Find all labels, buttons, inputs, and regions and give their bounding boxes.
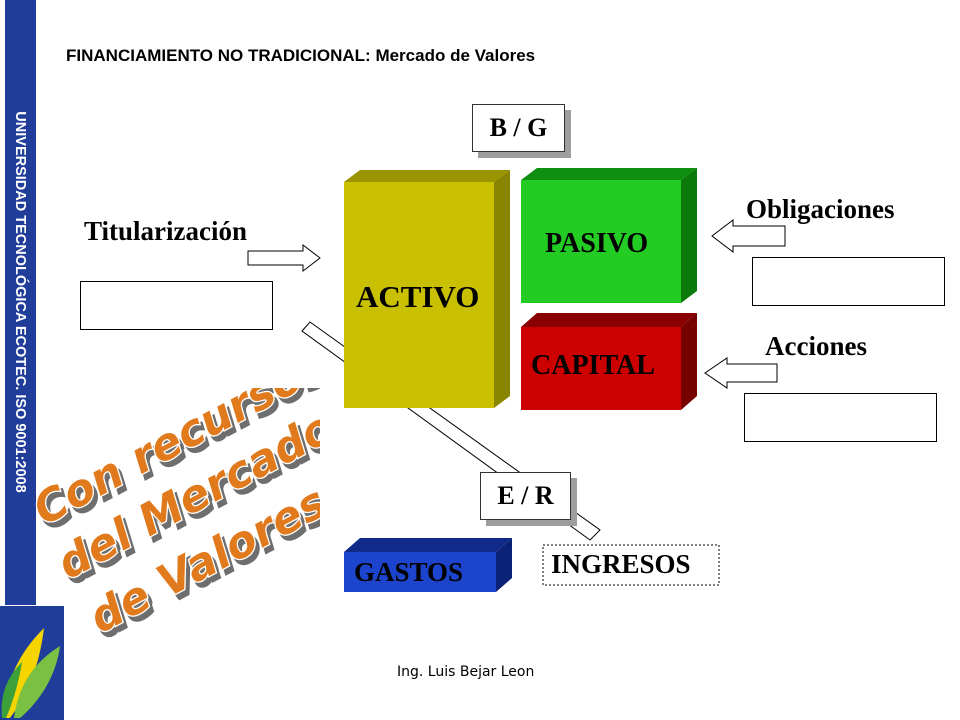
activo-block: [344, 170, 510, 408]
titularizacion-empty-box: [80, 281, 273, 330]
er-tag: E / R: [480, 472, 571, 520]
gastos-block: [344, 538, 512, 592]
footer-author: Ing. Luis Bejar Leon: [397, 664, 535, 680]
capital-block: [521, 313, 697, 410]
acciones-empty-box: [744, 393, 937, 442]
bg-tag: B / G: [472, 104, 565, 152]
sidebar: UNIVERSIDAD TECNOLÓGICA ECOTEC. ISO 9001…: [0, 0, 64, 720]
titularizacion-label: Titularización: [84, 216, 248, 246]
arrow-acciones: [704, 357, 778, 389]
activo-label: ACTIVO: [356, 279, 480, 314]
ingresos-box: [542, 544, 720, 586]
page-title: FINANCIAMIENTO NO TRADICIONAL: Mercado d…: [66, 46, 536, 65]
pasivo-label: PASIVO: [545, 228, 649, 259]
arrow-titularizacion: [247, 243, 321, 273]
pasivo-block: [521, 168, 697, 303]
gastos-label: GASTOS: [354, 557, 464, 587]
sidebar-band: [5, 0, 36, 605]
wordart-slogan: Con recursos del Mercado de Valores: [30, 388, 320, 645]
capital-label: CAPITAL: [531, 350, 655, 381]
ingresos-label: INGRESOS: [551, 549, 691, 579]
obligaciones-empty-box: [752, 257, 945, 306]
arrow-obligaciones: [711, 218, 786, 254]
obligaciones-label: Obligaciones: [746, 194, 895, 224]
leaf-logo-icon: [0, 606, 64, 720]
acciones-label: Acciones: [765, 331, 867, 361]
